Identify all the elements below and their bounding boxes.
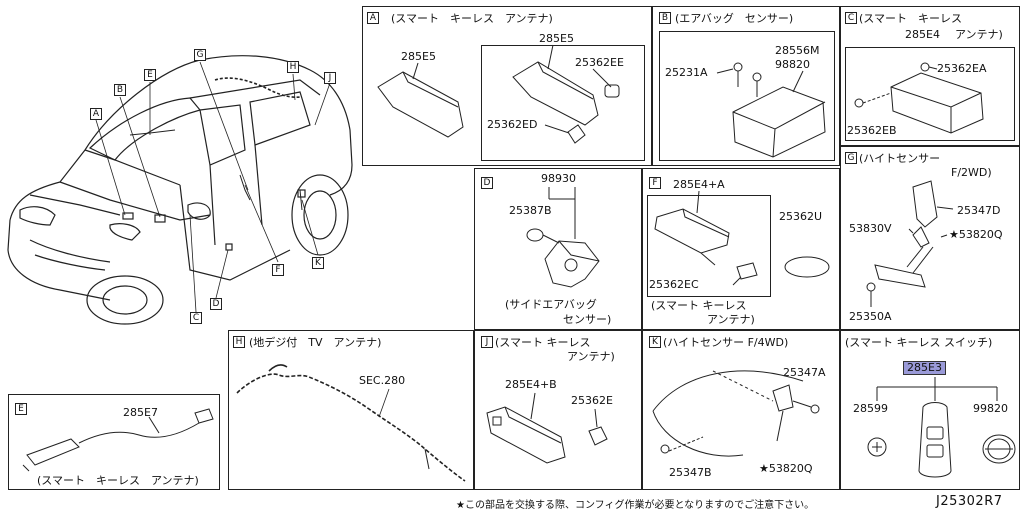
panel-j-title: (スマート キーレス bbox=[495, 336, 591, 349]
callout-tag-K: K bbox=[312, 257, 324, 269]
part-98930: 98930 bbox=[541, 172, 576, 185]
part-53820Q-g: ★53820Q bbox=[949, 228, 1003, 241]
part-285E4plusB: 285E4+B bbox=[505, 378, 557, 391]
panel-g-drawing bbox=[866, 180, 954, 307]
panel-j: J (スマート キーレス アンテナ) 285E4+B 25362E bbox=[474, 330, 642, 490]
callout-tag-C: C bbox=[190, 312, 202, 324]
callout-tag-J: J bbox=[324, 72, 336, 84]
part-25362EE: 25362EE bbox=[575, 56, 624, 69]
part-25362EB: 25362EB bbox=[847, 124, 897, 137]
panel-e: E 285E7 (スマート キーレス アンテナ) bbox=[8, 394, 220, 490]
part-98820: 98820 bbox=[775, 58, 810, 71]
part-285E3: 285E3 bbox=[903, 361, 946, 375]
panel-a-letter: A bbox=[367, 12, 379, 24]
panel-a-subbox bbox=[481, 45, 645, 161]
panel-d-drawing bbox=[526, 187, 600, 288]
part-285E4plusA: 285E4+A bbox=[673, 178, 725, 191]
part-25362U: 25362U bbox=[779, 210, 823, 223]
callout-tag-B: B bbox=[114, 84, 126, 96]
part-285E5-left: 285E5 bbox=[401, 50, 436, 63]
panel-s-drawing bbox=[867, 377, 1016, 478]
panel-a-title: (スマート キーレス アンテナ) bbox=[391, 12, 553, 25]
panel-h-drawing bbox=[236, 364, 466, 482]
part-25347B: 25347B bbox=[669, 466, 712, 479]
part-99820: 99820 bbox=[973, 402, 1008, 415]
panel-f-caption2: アンテナ) bbox=[707, 313, 755, 326]
panel-g-letter: G bbox=[845, 152, 857, 164]
part-285E4: 285E4 bbox=[905, 28, 940, 41]
panel-a-drawing bbox=[377, 44, 620, 144]
panel-c-subbox bbox=[845, 47, 1015, 141]
panel-b-letter: B bbox=[659, 12, 671, 24]
part-53830V: 53830V bbox=[849, 222, 892, 235]
panel-d-caption1: (サイドエアバッグ bbox=[505, 298, 597, 311]
panel-b-drawing bbox=[716, 62, 826, 158]
part-25362E: 25362E bbox=[571, 394, 613, 407]
panel-e-drawing bbox=[22, 408, 214, 472]
panel-j-letter: J bbox=[481, 336, 493, 348]
panel-smart-key-switch: (スマート キーレス スイッチ) 285E3 28599 99820 bbox=[840, 330, 1020, 490]
panel-e-caption1: (スマート キーレス アンテナ) bbox=[37, 474, 199, 487]
part-25347D: 25347D bbox=[957, 204, 1001, 217]
panel-g: G (ハイトセンサー F/2WD) 25347D 53830V ★53820Q … bbox=[840, 146, 1020, 330]
panel-d-caption2: センサー) bbox=[563, 313, 612, 326]
part-285E7: 285E7 bbox=[123, 406, 158, 419]
panel-g-title2: F/2WD) bbox=[951, 166, 992, 179]
callout-tag-F: F bbox=[272, 264, 284, 276]
callout-tag-A: A bbox=[90, 108, 102, 120]
panel-c: C (スマート キーレス 285E4 アンテナ) 25362EA 25362EB bbox=[840, 6, 1020, 146]
panel-e-letter: E bbox=[15, 403, 27, 415]
panel-k: K (ハイトセンサー F/4WD) 25347A 25347B ★53820Q bbox=[642, 330, 840, 490]
footer-note: ★この部品を交換する際、コンフィグ作業が必要となりますのでご注意下さい。 bbox=[456, 500, 815, 511]
part-25347A: 25347A bbox=[783, 366, 826, 379]
part-28556M: 28556M bbox=[775, 44, 820, 57]
panel-k-letter: K bbox=[649, 336, 661, 348]
panel-h-title: (地デジ付 TV アンテナ) bbox=[249, 336, 382, 349]
panel-d: D 98930 25387B (サイドエアバッグ センサー) bbox=[474, 168, 642, 330]
part-25387B: 25387B bbox=[509, 204, 552, 217]
panel-k-title: (ハイトセンサー F/4WD) bbox=[663, 336, 789, 349]
panel-f-caption1: (スマート キーレス bbox=[651, 299, 747, 312]
panel-f-letter: F bbox=[649, 177, 661, 189]
panel-c-title2: アンテナ) bbox=[955, 28, 1003, 41]
part-285E5-right: 285E5 bbox=[539, 32, 574, 45]
part-SEC280: SEC.280 bbox=[359, 374, 406, 387]
part-25231A: 25231A bbox=[665, 66, 708, 79]
part-25362EC: 25362EC bbox=[649, 278, 699, 291]
panel-b: B (エアバッグ センサー) 28556M 98820 25231A bbox=[652, 6, 840, 166]
panel-a: A (スマート キーレス アンテナ) 285E5 285E5 25362EE 2… bbox=[362, 6, 652, 166]
part-25362ED: 25362ED bbox=[487, 118, 538, 131]
part-25362EA: 25362EA bbox=[937, 62, 987, 75]
callout-tag-E: E bbox=[144, 69, 156, 81]
panel-d-letter: D bbox=[481, 177, 493, 189]
panel-h: H (地デジ付 TV アンテナ) SEC.280 bbox=[228, 330, 474, 490]
panel-s-title: (スマート キーレス スイッチ) bbox=[845, 336, 993, 349]
panel-b-subbox bbox=[659, 31, 835, 161]
part-25350A: 25350A bbox=[849, 310, 892, 323]
panel-c-letter: C bbox=[845, 12, 857, 24]
callout-tag-H: H bbox=[287, 61, 299, 73]
callout-tag-G: G bbox=[194, 49, 206, 61]
panel-f: F 285E4+A 25362U 25362EC (スマート キーレス アンテナ… bbox=[642, 168, 840, 330]
car-illustration bbox=[7, 55, 353, 325]
panel-j-title2: アンテナ) bbox=[567, 350, 615, 363]
panel-f-drawing bbox=[654, 190, 830, 286]
panel-b-title: (エアバッグ センサー) bbox=[675, 12, 794, 25]
panel-f-subbox bbox=[647, 195, 771, 297]
panel-h-letter: H bbox=[233, 336, 245, 348]
part-53820Q-k: ★53820Q bbox=[759, 462, 813, 475]
panel-c-title: (スマート キーレス bbox=[859, 12, 962, 25]
document-id: J25302R7 bbox=[936, 494, 1003, 509]
panel-g-title: (ハイトセンサー bbox=[859, 152, 941, 165]
panel-c-drawing bbox=[854, 62, 984, 134]
panel-k-drawing bbox=[652, 370, 820, 457]
part-28599: 28599 bbox=[853, 402, 888, 415]
panel-j-drawing bbox=[486, 392, 608, 464]
callout-tag-D: D bbox=[210, 298, 222, 310]
